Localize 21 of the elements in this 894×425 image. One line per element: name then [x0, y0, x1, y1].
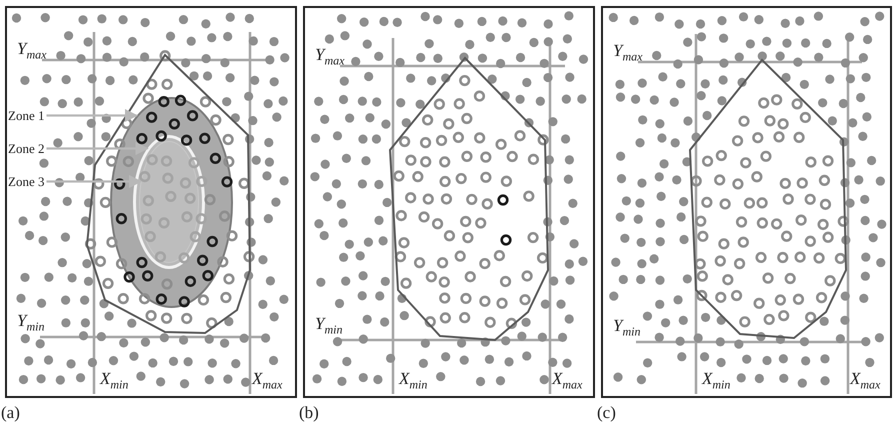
zone-label: Zone 2 [8, 141, 44, 156]
bound-label: X$_{max}$ [552, 370, 582, 390]
bound-label: X$_{min}$ [100, 370, 128, 390]
leader-line [46, 108, 138, 122]
zone-label: Zone 1 [8, 108, 44, 123]
bound-label: X$_{min}$ [702, 370, 730, 390]
bound-label: Y$_{min}$ [17, 312, 44, 332]
panel-label: (c) [597, 404, 616, 421]
bound-label: Y$_{min}$ [613, 317, 640, 338]
bound-label: Y$_{max}$ [17, 40, 46, 60]
panel-label: (b) [299, 404, 319, 421]
bound-label: Y$_{min}$ [315, 315, 342, 336]
bound-label: X$_{max}$ [252, 370, 282, 390]
leader-line [46, 142, 149, 156]
leader-line [46, 174, 142, 188]
bound-label: X$_{min}$ [399, 370, 428, 390]
bound-label: Y$_{max}$ [613, 42, 642, 62]
zone-label: Zone 3 [8, 174, 44, 189]
bound-label: X$_{max}$ [850, 370, 880, 390]
bound-label: Y$_{max}$ [315, 46, 344, 66]
panel-label: (a) [1, 404, 20, 421]
